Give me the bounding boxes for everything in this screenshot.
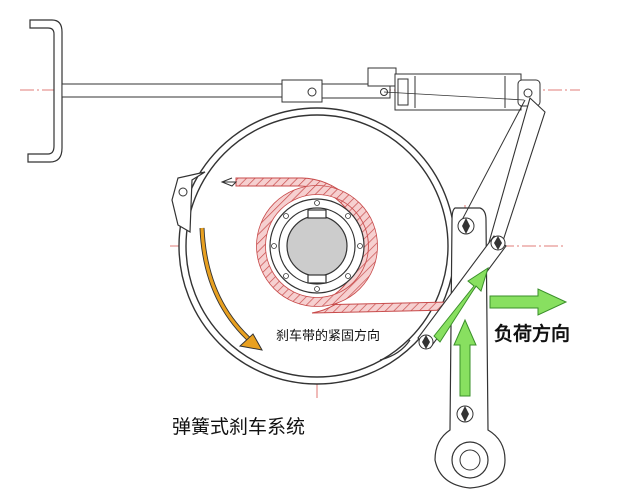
- left-lug-pin: [178, 187, 188, 197]
- hub-holes: [271, 200, 363, 292]
- handle-grip[interactable]: [27, 19, 63, 163]
- tightening-direction-label: 刹车带的紧固方向: [276, 329, 381, 344]
- band-end-arrow: [220, 177, 238, 187]
- operating-rod: [61, 79, 391, 103]
- spring-cylinder: [367, 67, 541, 111]
- spring-link: [487, 96, 546, 251]
- system-title: 弹簧式刹车系统: [172, 416, 306, 438]
- right-lug: [379, 339, 411, 361]
- lever-pivot: [459, 449, 481, 471]
- lever-force-arrow-icon: [453, 318, 477, 397]
- drum-hub: [269, 198, 365, 294]
- load-direction-label: 负荷方向: [494, 323, 571, 345]
- left-lug: [171, 171, 206, 234]
- load-arrow-icon: [489, 288, 568, 316]
- brake-band-ring: [256, 185, 378, 307]
- band-pull-arrow-icon: [433, 266, 489, 343]
- tightening-arrow-icon: [199, 227, 263, 351]
- pivot-diamond-icons: [422, 218, 502, 422]
